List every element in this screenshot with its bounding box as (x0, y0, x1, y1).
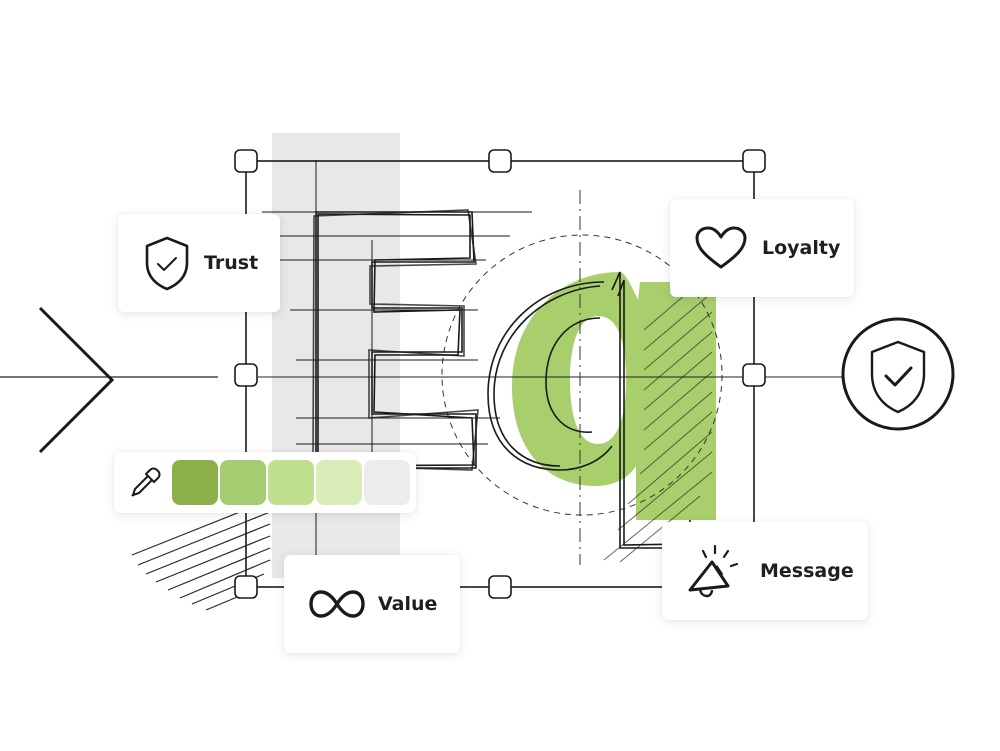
message-card: Message (662, 522, 868, 620)
green-q-letter (512, 272, 716, 520)
color-swatch[interactable] (172, 460, 218, 505)
color-swatch[interactable] (268, 460, 314, 505)
infinity-icon (309, 590, 365, 618)
color-palette (114, 452, 416, 513)
message-label: Message (760, 560, 854, 582)
chevron-right-icon (38, 306, 115, 454)
value-label: Value (378, 593, 438, 615)
trust-card: Trust (118, 214, 280, 312)
shield-check-badge-icon (841, 317, 955, 431)
loyalty-card: Loyalty (670, 199, 854, 297)
loyalty-label: Loyalty (762, 237, 841, 259)
color-swatch[interactable] (220, 460, 266, 505)
sketch-e-letter (312, 209, 479, 471)
value-card: Value (284, 555, 460, 653)
trust-label: Trust (204, 252, 259, 274)
color-swatch[interactable] (364, 460, 410, 505)
color-swatch[interactable] (316, 460, 362, 505)
eyedropper-icon[interactable] (128, 466, 162, 500)
q-hatching (603, 281, 713, 563)
shield-check-icon (145, 236, 189, 291)
megaphone-icon (688, 544, 739, 598)
selection-handles (234, 149, 766, 599)
dashed-construction-circle (441, 234, 723, 516)
heart-icon (695, 226, 747, 269)
